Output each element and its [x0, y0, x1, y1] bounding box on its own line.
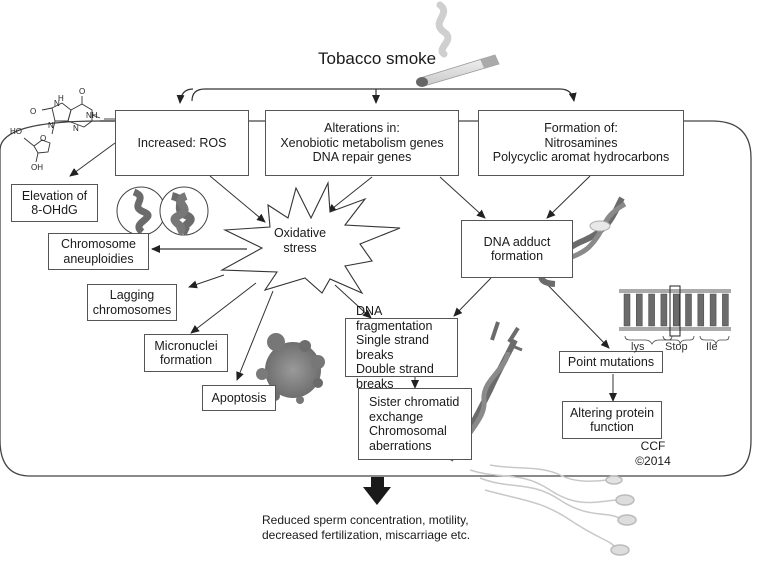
codon-illustration-icon	[619, 285, 731, 345]
main-frame	[0, 120, 752, 477]
svg-text:O: O	[40, 134, 46, 143]
sperm-illustration-icon	[469, 464, 637, 556]
box-micronuclei-formation: Micronuclei formation	[144, 334, 228, 372]
box-point-mutations: Point mutations	[559, 351, 663, 373]
cigarette-icon	[416, 54, 500, 87]
oxidative-stress-starburst	[219, 180, 401, 295]
diagram-title: Tobacco smoke	[318, 49, 437, 68]
svg-text:NH: NH	[86, 111, 98, 120]
8-ohdg-molecule-icon	[23, 96, 101, 163]
svg-text:N: N	[54, 99, 60, 108]
box-dna-adduct: DNA adduct formation	[461, 220, 573, 278]
codon-label-lys: lys	[631, 341, 645, 353]
box-dna-fragmentation: DNA fragmentation Single strand breaks D…	[345, 304, 458, 391]
box-lagging-chromosomes: Lagging chromosomes	[87, 284, 177, 321]
box-alterations: Alterations in: Xenobiotic metabolism ge…	[265, 110, 459, 176]
box-increased-ros: Increased: ROS	[115, 110, 249, 176]
svg-text:HO: HO	[10, 127, 22, 136]
codon-bar	[685, 293, 692, 327]
svg-text:O: O	[30, 107, 36, 116]
oxidative-stress-label: Oxidative stress	[273, 226, 327, 255]
copyright-credit: CCF ©2014	[635, 439, 671, 468]
codon-bar	[636, 293, 643, 327]
codon-bar	[660, 293, 668, 327]
codon-bar	[709, 293, 717, 327]
chromosome-illustration-icon	[116, 186, 209, 236]
svg-text:H: H	[58, 94, 64, 103]
box-altering-protein: Altering protein function	[562, 401, 662, 439]
box-sister-chromatid: Sister chromatid exchange Chromosomal ab…	[358, 388, 472, 460]
box-chromosome-aneuploidies: Chromosome aneuploidies	[48, 233, 149, 270]
codon-label-stop: Stop	[665, 341, 688, 353]
svg-text:O: O	[79, 87, 85, 96]
svg-text:OH: OH	[31, 163, 43, 172]
box-elevation-8-ohdg: Elevation of 8-OHdG	[11, 184, 98, 222]
outcome-arrow-icon	[363, 477, 391, 505]
outcome-text: Reduced sperm concentration, motility, d…	[262, 513, 471, 542]
codon-bar	[623, 293, 631, 327]
codon-bar	[648, 293, 655, 327]
box-formation: Formation of: Nitrosamines Polycyclic ar…	[478, 110, 684, 176]
box-apoptosis: Apoptosis	[202, 385, 276, 411]
codon-bar	[722, 293, 729, 327]
codon-bar	[697, 293, 705, 327]
smoke-icon	[435, 1, 452, 58]
svg-text:N: N	[73, 124, 79, 133]
codon-label-ile: Ile	[706, 341, 718, 353]
svg-text:N: N	[48, 121, 54, 130]
codon-bar	[672, 293, 680, 327]
